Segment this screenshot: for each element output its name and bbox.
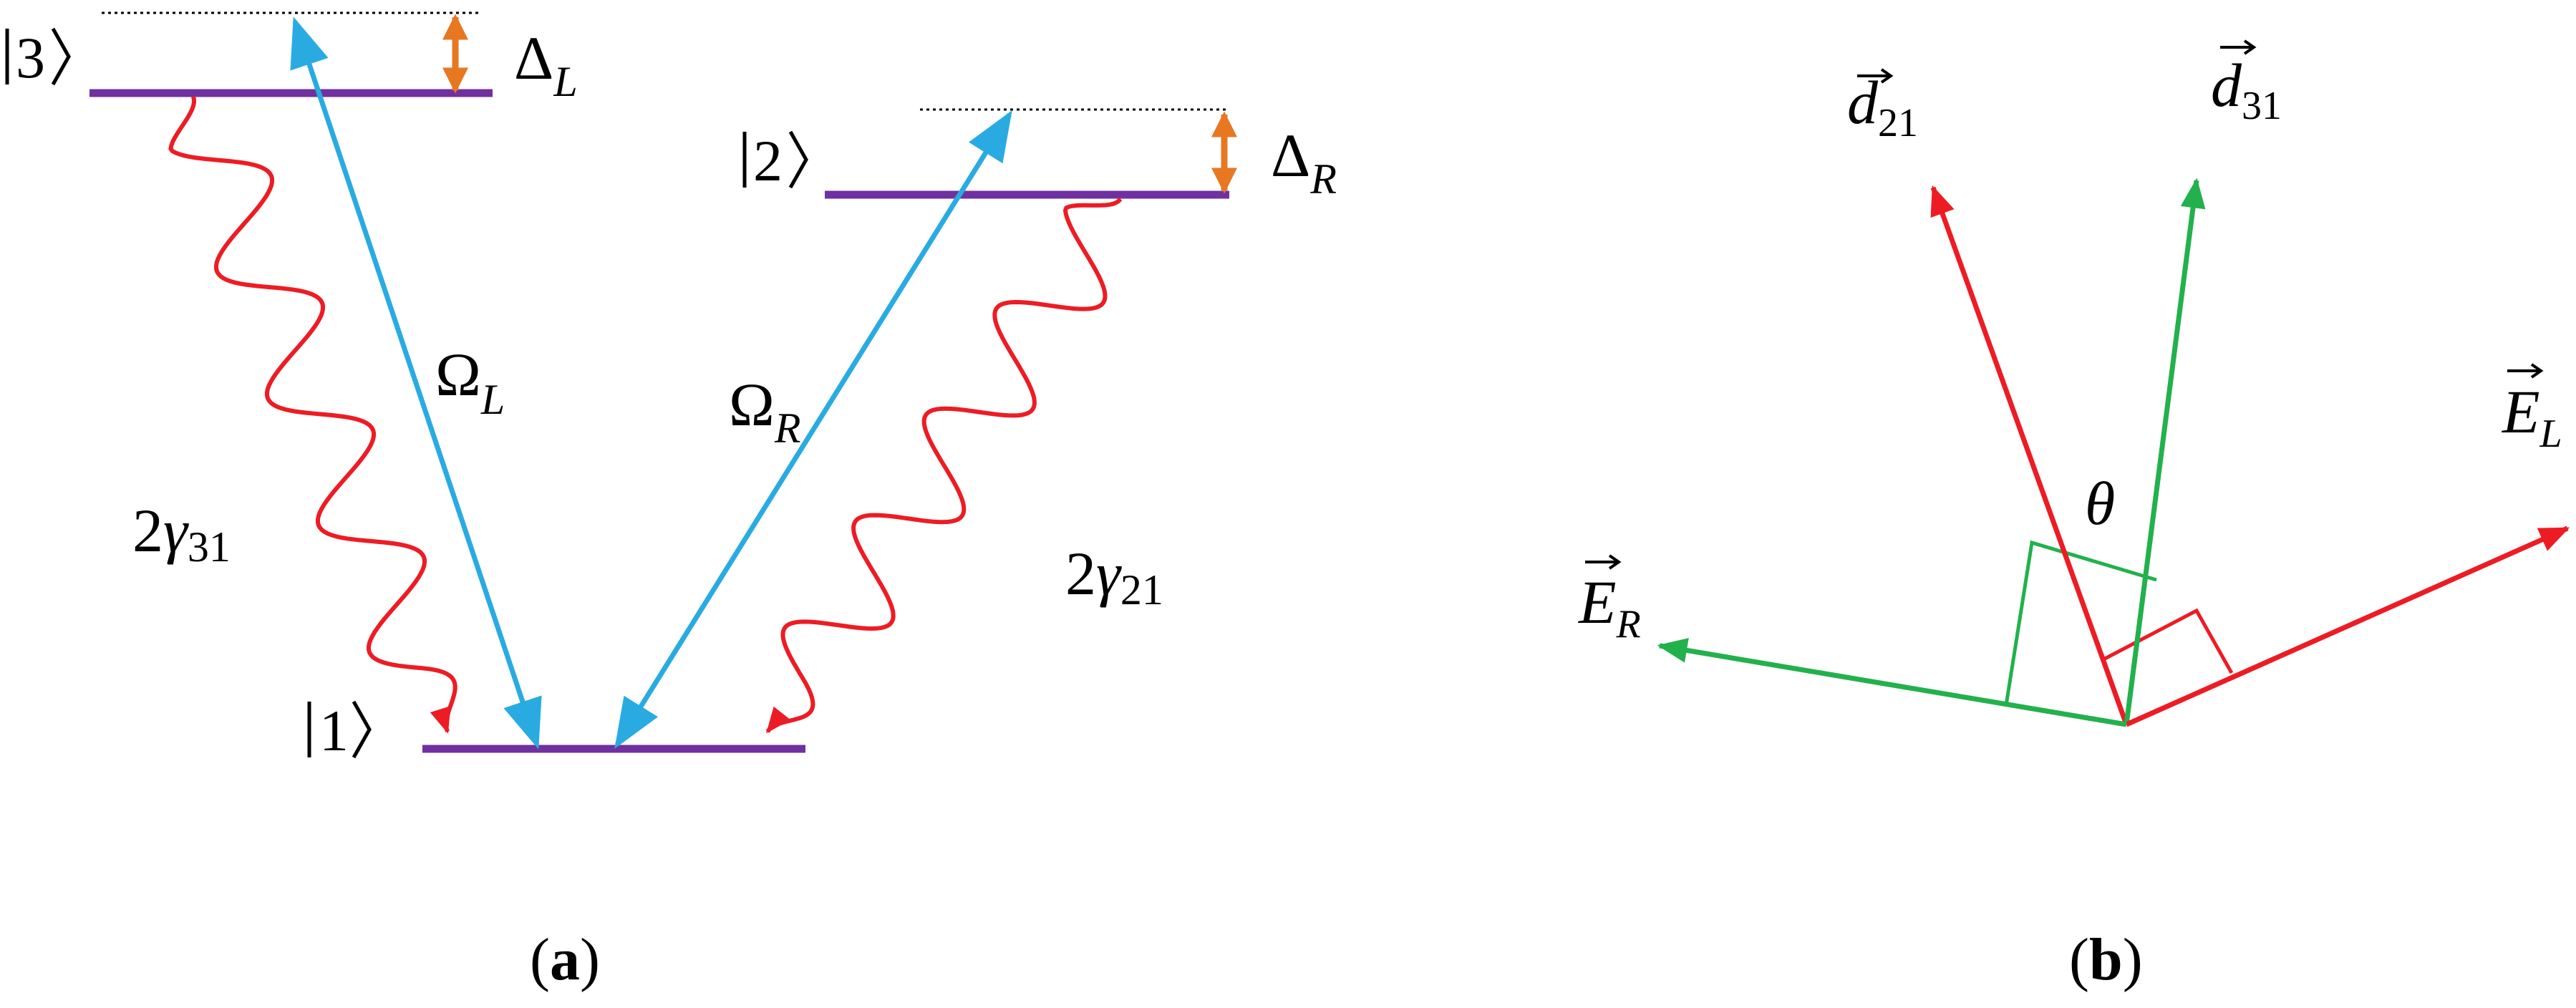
vector-d21-arrow (1930, 185, 2129, 726)
ket-3-label: 3 (5, 25, 71, 90)
decay-21-wavy-arrow (765, 198, 1123, 734)
svg-text:2: 2 (753, 128, 783, 193)
svg-text:3: 3 (16, 25, 45, 90)
vector-EL-arrow (2125, 525, 2570, 727)
vector-ER-arrow (1657, 638, 2127, 727)
ket-1-label: 1 (307, 698, 372, 763)
svg-text:1: 1 (319, 698, 349, 763)
decay-21-label: 2γ21 (1065, 539, 1163, 614)
vector-ER-label: ER (1577, 554, 1641, 646)
panel-b: d21 d31 EL ER θ (b) (1577, 39, 2570, 993)
decay-31-wavy-arrow (168, 96, 457, 734)
svg-text:ER: ER (1577, 568, 1641, 646)
rabi-right-label: ΩR (729, 370, 801, 452)
right-angle-marker-d31-er (2004, 540, 2157, 706)
right-angle-marker-d21-el (2103, 608, 2234, 674)
vector-d31-label: d31 (2211, 39, 2282, 128)
svg-text:EL: EL (2501, 377, 2562, 456)
decay-31-label: 2γ31 (132, 496, 231, 571)
vector-EL-label: EL (2501, 363, 2562, 456)
coupling-right-arrow (614, 110, 1012, 749)
svg-text:d21: d21 (1847, 68, 1918, 145)
svg-text:d31: d31 (2211, 51, 2282, 128)
panel-a: 3 2 1 ΔL ΔR ΩL ΩR 2γ31 2γ21 (a) (5, 11, 1337, 993)
panel-b-caption: (b) (2069, 926, 2143, 993)
detuning-left-label: ΔL (514, 24, 578, 105)
vector-d21-label: d21 (1847, 68, 1918, 145)
angle-theta-label: θ (2085, 469, 2115, 538)
ket-2-label: 2 (742, 128, 808, 193)
detuning-right-label: ΔR (1271, 121, 1337, 203)
rabi-left-label: ΩL (435, 340, 505, 423)
coupling-left-arrow (290, 16, 542, 750)
panel-a-caption: (a) (530, 926, 600, 993)
vector-d31-arrow (2124, 178, 2206, 725)
